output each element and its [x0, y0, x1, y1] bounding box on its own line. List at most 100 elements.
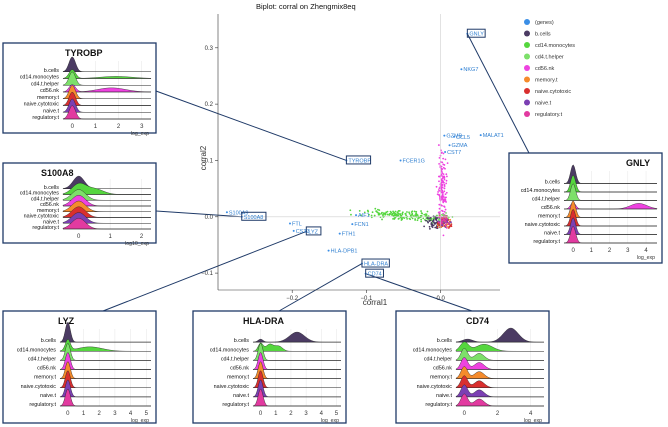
gene-label: CCL5: [456, 135, 470, 141]
cell-point: [380, 212, 383, 215]
leader-tyrobp: [155, 90, 347, 161]
cell-point: [398, 217, 400, 220]
panel-category-label: b.cells: [234, 338, 250, 344]
gene-label: CD74: [368, 272, 382, 278]
panel-title: LYZ: [58, 316, 75, 326]
cell-point: [442, 234, 445, 237]
y-tick-label: 0.3: [205, 46, 214, 52]
cell-point: [414, 214, 417, 217]
cell-point: [446, 175, 448, 178]
panel-x-tick-label: 2: [140, 234, 144, 240]
gene-label: MALAT1: [483, 133, 504, 139]
gene-highlight-box: [345, 155, 372, 165]
cell-point: [375, 210, 378, 213]
panel-category-label: cd14.monocytes: [17, 347, 57, 353]
cell-point: [385, 211, 388, 214]
cell-point: [438, 180, 440, 183]
cell-point: [386, 213, 389, 216]
cell-point: [445, 179, 448, 182]
y-tick-label: 0.1: [205, 158, 214, 164]
cell-point: [389, 210, 392, 213]
panel-x-tick-label: 4: [320, 411, 324, 417]
cell-point: [440, 213, 443, 216]
panel-category-label: regulatory.t: [222, 402, 249, 408]
legend-swatch: [524, 76, 530, 83]
cell-point: [436, 224, 439, 227]
panel-category-label: cd4.t.helper: [221, 356, 249, 362]
legend-entry: naive.t: [535, 101, 552, 107]
panel-x-axis-title: log_exp: [637, 255, 655, 261]
cell-point: [406, 211, 408, 213]
cell-point: [441, 195, 444, 198]
ridge-cd56.nk: [62, 84, 152, 93]
panel-x-tick-label: 2: [608, 248, 612, 254]
panel-x-axis-title: log_exp: [131, 418, 149, 424]
cell-point: [432, 224, 435, 227]
panel-x-tick-label: 1: [94, 124, 98, 130]
cell-point: [440, 181, 443, 184]
cell-point: [437, 211, 440, 214]
y-tick-label: −0.1: [201, 271, 214, 277]
legend-swatch: [524, 53, 530, 60]
panel-category-label: cd56.nk: [37, 366, 56, 372]
cell-point: [443, 206, 446, 208]
panel-category-label: regulatory.t: [32, 225, 59, 231]
cell-points: [349, 144, 454, 237]
legend-entry: naive.cytotoxic: [535, 89, 571, 95]
legend-entry: cd14.monocytes: [535, 43, 575, 49]
legend-entry: b.cells: [535, 32, 551, 38]
leader-lyz: [102, 230, 307, 312]
panel-category-label: cd4.t.helper: [424, 356, 452, 362]
gene-marker: [479, 134, 482, 137]
panel-category-label: memory.t: [37, 95, 60, 101]
cell-point: [426, 220, 429, 223]
cell-point: [441, 161, 444, 164]
panel-title: TYROBP: [65, 48, 103, 58]
legend-swatch: [524, 111, 530, 117]
cell-point: [443, 187, 446, 190]
cell-point: [442, 157, 445, 160]
cell-point: [448, 225, 451, 228]
gene-highlight-box: [466, 28, 486, 38]
panel-category-label: regulatory.t: [425, 402, 452, 408]
legend-entry: regulatory.t: [535, 112, 563, 118]
panel-x-tick-label: 2: [98, 411, 102, 417]
cell-point: [405, 214, 408, 217]
panel-category-label: memory.t: [430, 375, 453, 381]
cell-point: [444, 167, 446, 170]
cell-point: [370, 214, 373, 217]
cell-point: [445, 212, 447, 214]
panel-category-label: cd4.t.helper: [28, 356, 56, 362]
panel-x-tick-label: 4: [529, 411, 533, 417]
panel-title: CD74: [466, 316, 489, 326]
cell-point: [438, 156, 441, 159]
cell-point: [444, 158, 447, 161]
gene-label: CST3: [296, 229, 310, 235]
panel-category-label: cd56.nk: [433, 366, 452, 372]
x-tick-label: −0.1: [360, 296, 373, 302]
cell-point: [444, 193, 447, 196]
cell-point: [434, 222, 437, 225]
gene-label: FTH1: [342, 232, 356, 238]
cell-point: [440, 170, 443, 173]
cell-point: [428, 217, 431, 220]
cell-point: [431, 223, 434, 226]
cell-point: [391, 212, 394, 215]
panel-category-label: naive.cytotoxic: [417, 384, 453, 390]
legend-swatch: [524, 30, 530, 37]
panel-x-tick-label: 2: [496, 411, 500, 417]
gene-marker: [292, 229, 295, 232]
cell-point: [440, 149, 442, 152]
cell-point: [438, 193, 440, 196]
cell-point: [443, 224, 446, 227]
gene-label: HLA-DPB1: [331, 249, 358, 255]
cell-point: [437, 144, 440, 146]
cell-point: [378, 209, 381, 212]
cell-point: [438, 207, 441, 210]
cell-point: [427, 217, 429, 220]
cell-point: [408, 211, 410, 214]
cell-point: [437, 191, 439, 193]
panel-category-label: cd56.nk: [40, 202, 59, 208]
panel-category-label: memory.t: [34, 375, 57, 381]
